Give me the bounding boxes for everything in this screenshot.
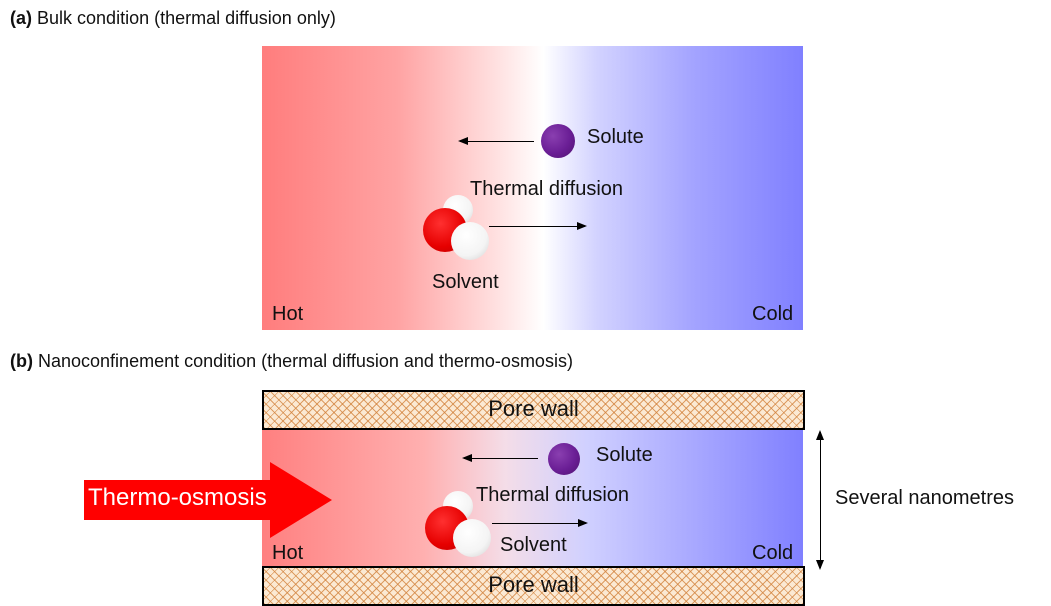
pore-wall-top-label: Pore wall xyxy=(488,396,579,421)
solute-label: Solute xyxy=(587,126,644,148)
solvent-hydrogen-bottom xyxy=(451,222,489,260)
panel-a-title: Bulk condition (thermal diffusion only) xyxy=(37,8,336,28)
cold-label-b: Cold xyxy=(752,542,794,564)
panel-b-title: Nanoconfinement condition (thermal diffu… xyxy=(38,351,573,371)
solute-molecule xyxy=(541,124,575,158)
panel-b-tag: (b) xyxy=(10,351,33,371)
hot-label: Hot xyxy=(272,303,304,325)
solvent-diffusion-arrow xyxy=(489,222,587,230)
solute-molecule-b xyxy=(548,443,580,475)
solute-diffusion-arrow xyxy=(458,137,534,145)
panel-b-caption: (b) Nanoconfinement condition (thermal d… xyxy=(10,351,573,372)
solute-diffusion-arrow-b xyxy=(462,454,538,462)
cold-label: Cold xyxy=(752,303,794,325)
solvent-label-b: Solvent xyxy=(500,534,567,556)
solvent-diffusion-arrow-b xyxy=(492,519,588,527)
hot-label-b: Hot xyxy=(272,542,304,564)
solvent-label: Solvent xyxy=(432,271,499,293)
thermal-diffusion-label-b: Thermal diffusion xyxy=(476,484,630,506)
nanometre-scale-arrow xyxy=(816,430,824,570)
thermo-osmosis-arrow xyxy=(84,462,332,538)
thermo-osmosis-label: Thermo-osmosis xyxy=(88,484,267,511)
nanopore-temperature-gradient xyxy=(262,430,803,567)
bulk-temperature-gradient xyxy=(262,46,803,330)
panel-a-tag: (a) xyxy=(10,8,32,28)
pore-wall-bottom: Pore wall xyxy=(262,566,805,606)
pore-wall-top: Pore wall xyxy=(262,390,805,430)
solute-label-b: Solute xyxy=(596,444,653,466)
panel-a-caption: (a) Bulk condition (thermal diffusion on… xyxy=(10,8,336,29)
solvent-hydrogen-bottom-b xyxy=(453,519,491,557)
thermal-diffusion-label: Thermal diffusion xyxy=(470,178,624,200)
pore-wall-bottom-label: Pore wall xyxy=(488,572,579,597)
several-nanometres-label: Several nanometres xyxy=(835,487,1014,509)
